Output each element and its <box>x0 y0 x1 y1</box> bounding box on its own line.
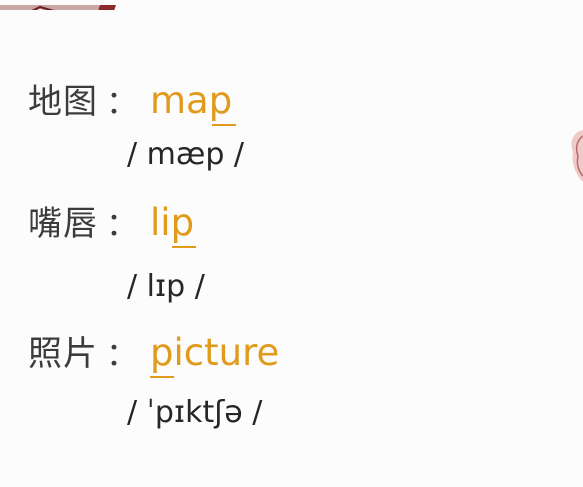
separator-colon: ： <box>106 83 139 121</box>
word-row: 照片 ： picture <box>28 326 508 378</box>
letter-underline <box>212 124 237 126</box>
chinese-meaning: 嘴唇 <box>28 204 98 244</box>
chinese-meaning: 地图 <box>28 82 98 122</box>
vocab-entry-picture: 照片 ： picture / ˈpɪktʃə / <box>28 326 508 430</box>
phonetic-transcription: / mæp / <box>127 137 245 172</box>
english-word-text: picture <box>150 331 280 374</box>
english-word: lip <box>150 201 197 248</box>
separator-colon: ： <box>106 335 139 373</box>
letter-underline <box>150 376 175 378</box>
letter-underline <box>172 246 197 248</box>
vocab-entry-map: 地图 ： map / mæp / <box>28 74 508 172</box>
flower-illustration-fragment <box>569 128 583 188</box>
book-illustration-fragment <box>0 0 120 10</box>
word-row: 嘴唇 ： lip <box>28 196 508 248</box>
word-row: 地图 ： map <box>28 74 508 126</box>
vocab-entry-lip: 嘴唇 ： lip / lɪp / <box>28 196 508 304</box>
separator-colon: ： <box>106 205 139 243</box>
phonetic-transcription: / ˈpɪktʃə / <box>127 395 263 430</box>
english-word: map <box>150 79 237 126</box>
chinese-meaning: 照片 <box>28 334 98 374</box>
english-word-text: lip <box>150 201 195 244</box>
phonetic-transcription: / lɪp / <box>127 269 205 304</box>
english-word: picture <box>150 331 280 378</box>
english-word-text: map <box>150 79 233 122</box>
